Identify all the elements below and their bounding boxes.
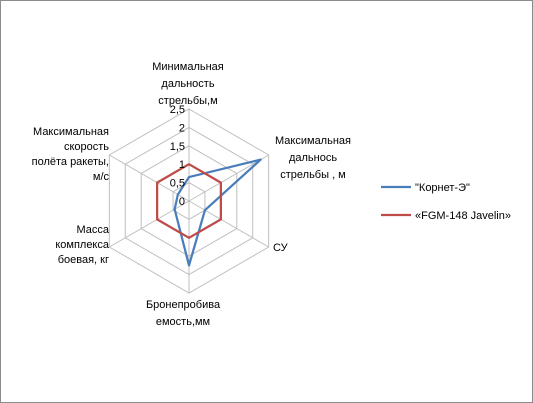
tick-label: 2,5: [170, 104, 185, 116]
tick-labels: 0 0,5 1 1,5 2 2,5: [170, 104, 185, 208]
legend-entry: "Корнет-Э": [415, 182, 470, 194]
legend: "Корнет-Э" «FGM-148 Javelin»: [381, 182, 511, 222]
axis-spoke: [188, 154, 269, 202]
tick-label: 2: [179, 122, 185, 134]
tick-label: 0: [179, 196, 185, 208]
legend-entry: «FGM-148 Javelin»: [415, 210, 511, 222]
tick-label: 1,5: [170, 141, 185, 153]
series: [156, 158, 262, 267]
series-line-0: [173, 158, 262, 267]
tick-label: 0,5: [170, 178, 185, 190]
axis-spoke: [188, 200, 269, 248]
axis-spoke: [109, 200, 190, 248]
series-line-1: [156, 163, 222, 239]
axis-spoke: [109, 154, 190, 202]
tick-label: 1: [179, 159, 185, 171]
axis-label: СУ: [273, 242, 289, 254]
